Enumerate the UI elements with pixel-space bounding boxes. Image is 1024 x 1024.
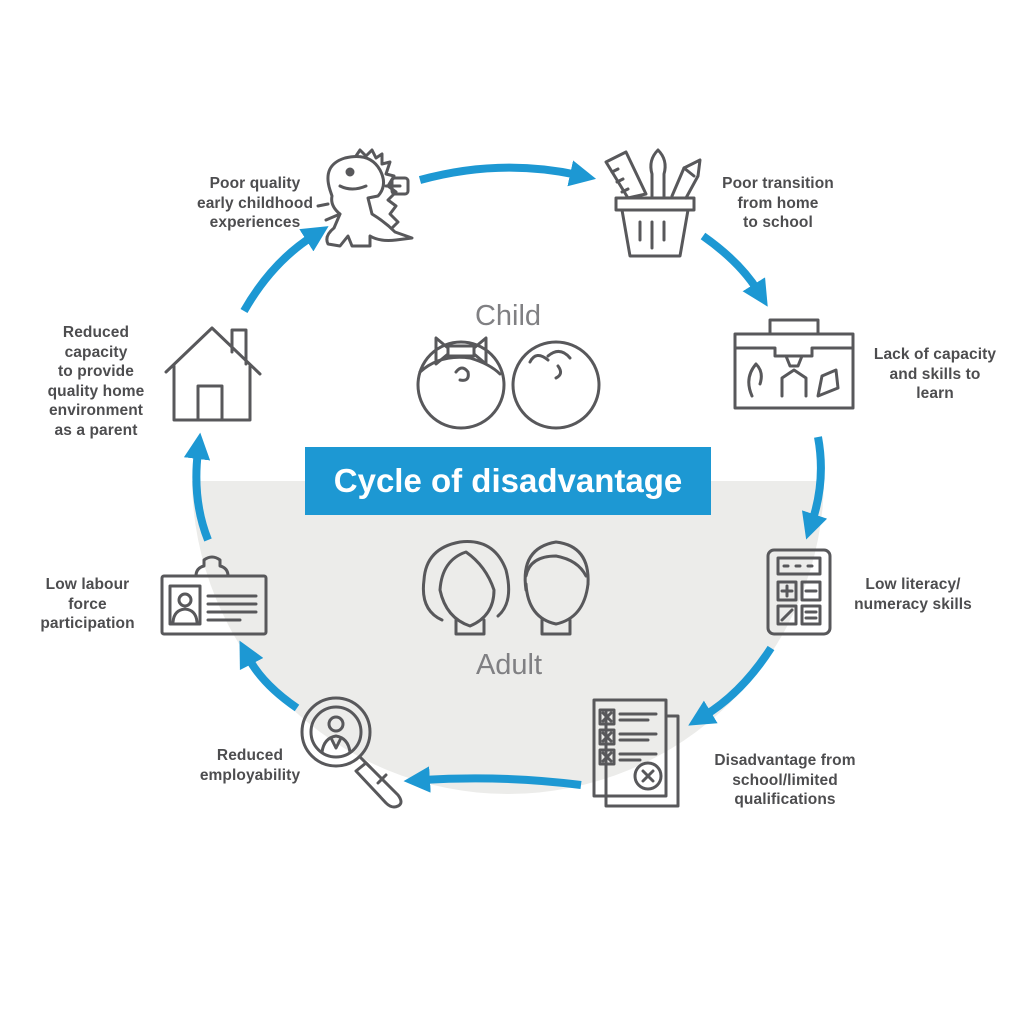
child-label: Child [474, 300, 542, 332]
child-girl-icon [416, 336, 506, 430]
arrow-4 [688, 645, 775, 726]
adult-man-icon [523, 540, 590, 636]
arrow-8 [240, 226, 329, 313]
stage-label-employability: Reduced employability [199, 747, 301, 784]
arrow-1 [418, 160, 597, 187]
house-icon [164, 326, 262, 422]
arrow-7 [183, 432, 212, 542]
magnifier-person-icon [300, 696, 403, 809]
school-bag-icon [733, 318, 855, 410]
pencil-cup-icon [604, 148, 702, 258]
stage-label-transition: Poor transition from home to school [722, 175, 834, 231]
stage-label-qualifications: Disadvantage from school/limited qualifi… [714, 752, 856, 808]
stage-label-capacity-learn: Lack of capacity and skills to learn [873, 346, 997, 402]
stage-label-literacy: Low literacy/ numeracy skills [854, 576, 972, 613]
adult-woman-icon [421, 540, 511, 636]
id-badge-icon [160, 555, 268, 636]
document-checklist-icon [592, 698, 680, 808]
arrow-6 [239, 640, 300, 712]
page-title: Cycle of disadvantage [333, 462, 683, 499]
stage-label-labour-force: Low labour force participation [40, 576, 135, 632]
arrow-3 [801, 436, 828, 540]
calculator-icon [766, 548, 832, 636]
child-boy-icon [511, 340, 601, 430]
arrow-2 [700, 232, 768, 307]
title-banner: Cycle of disadvantage [305, 447, 711, 515]
stage-label-home-environment: Reduced capacity to provide quality home… [47, 324, 145, 439]
cycle-arrows [183, 160, 828, 793]
toy-dinosaur-icon [316, 148, 414, 248]
stage-label-early-childhood: Poor quality early childhood experiences [196, 175, 314, 231]
arrow-5 [403, 766, 582, 793]
adult-label: Adult [475, 649, 543, 681]
